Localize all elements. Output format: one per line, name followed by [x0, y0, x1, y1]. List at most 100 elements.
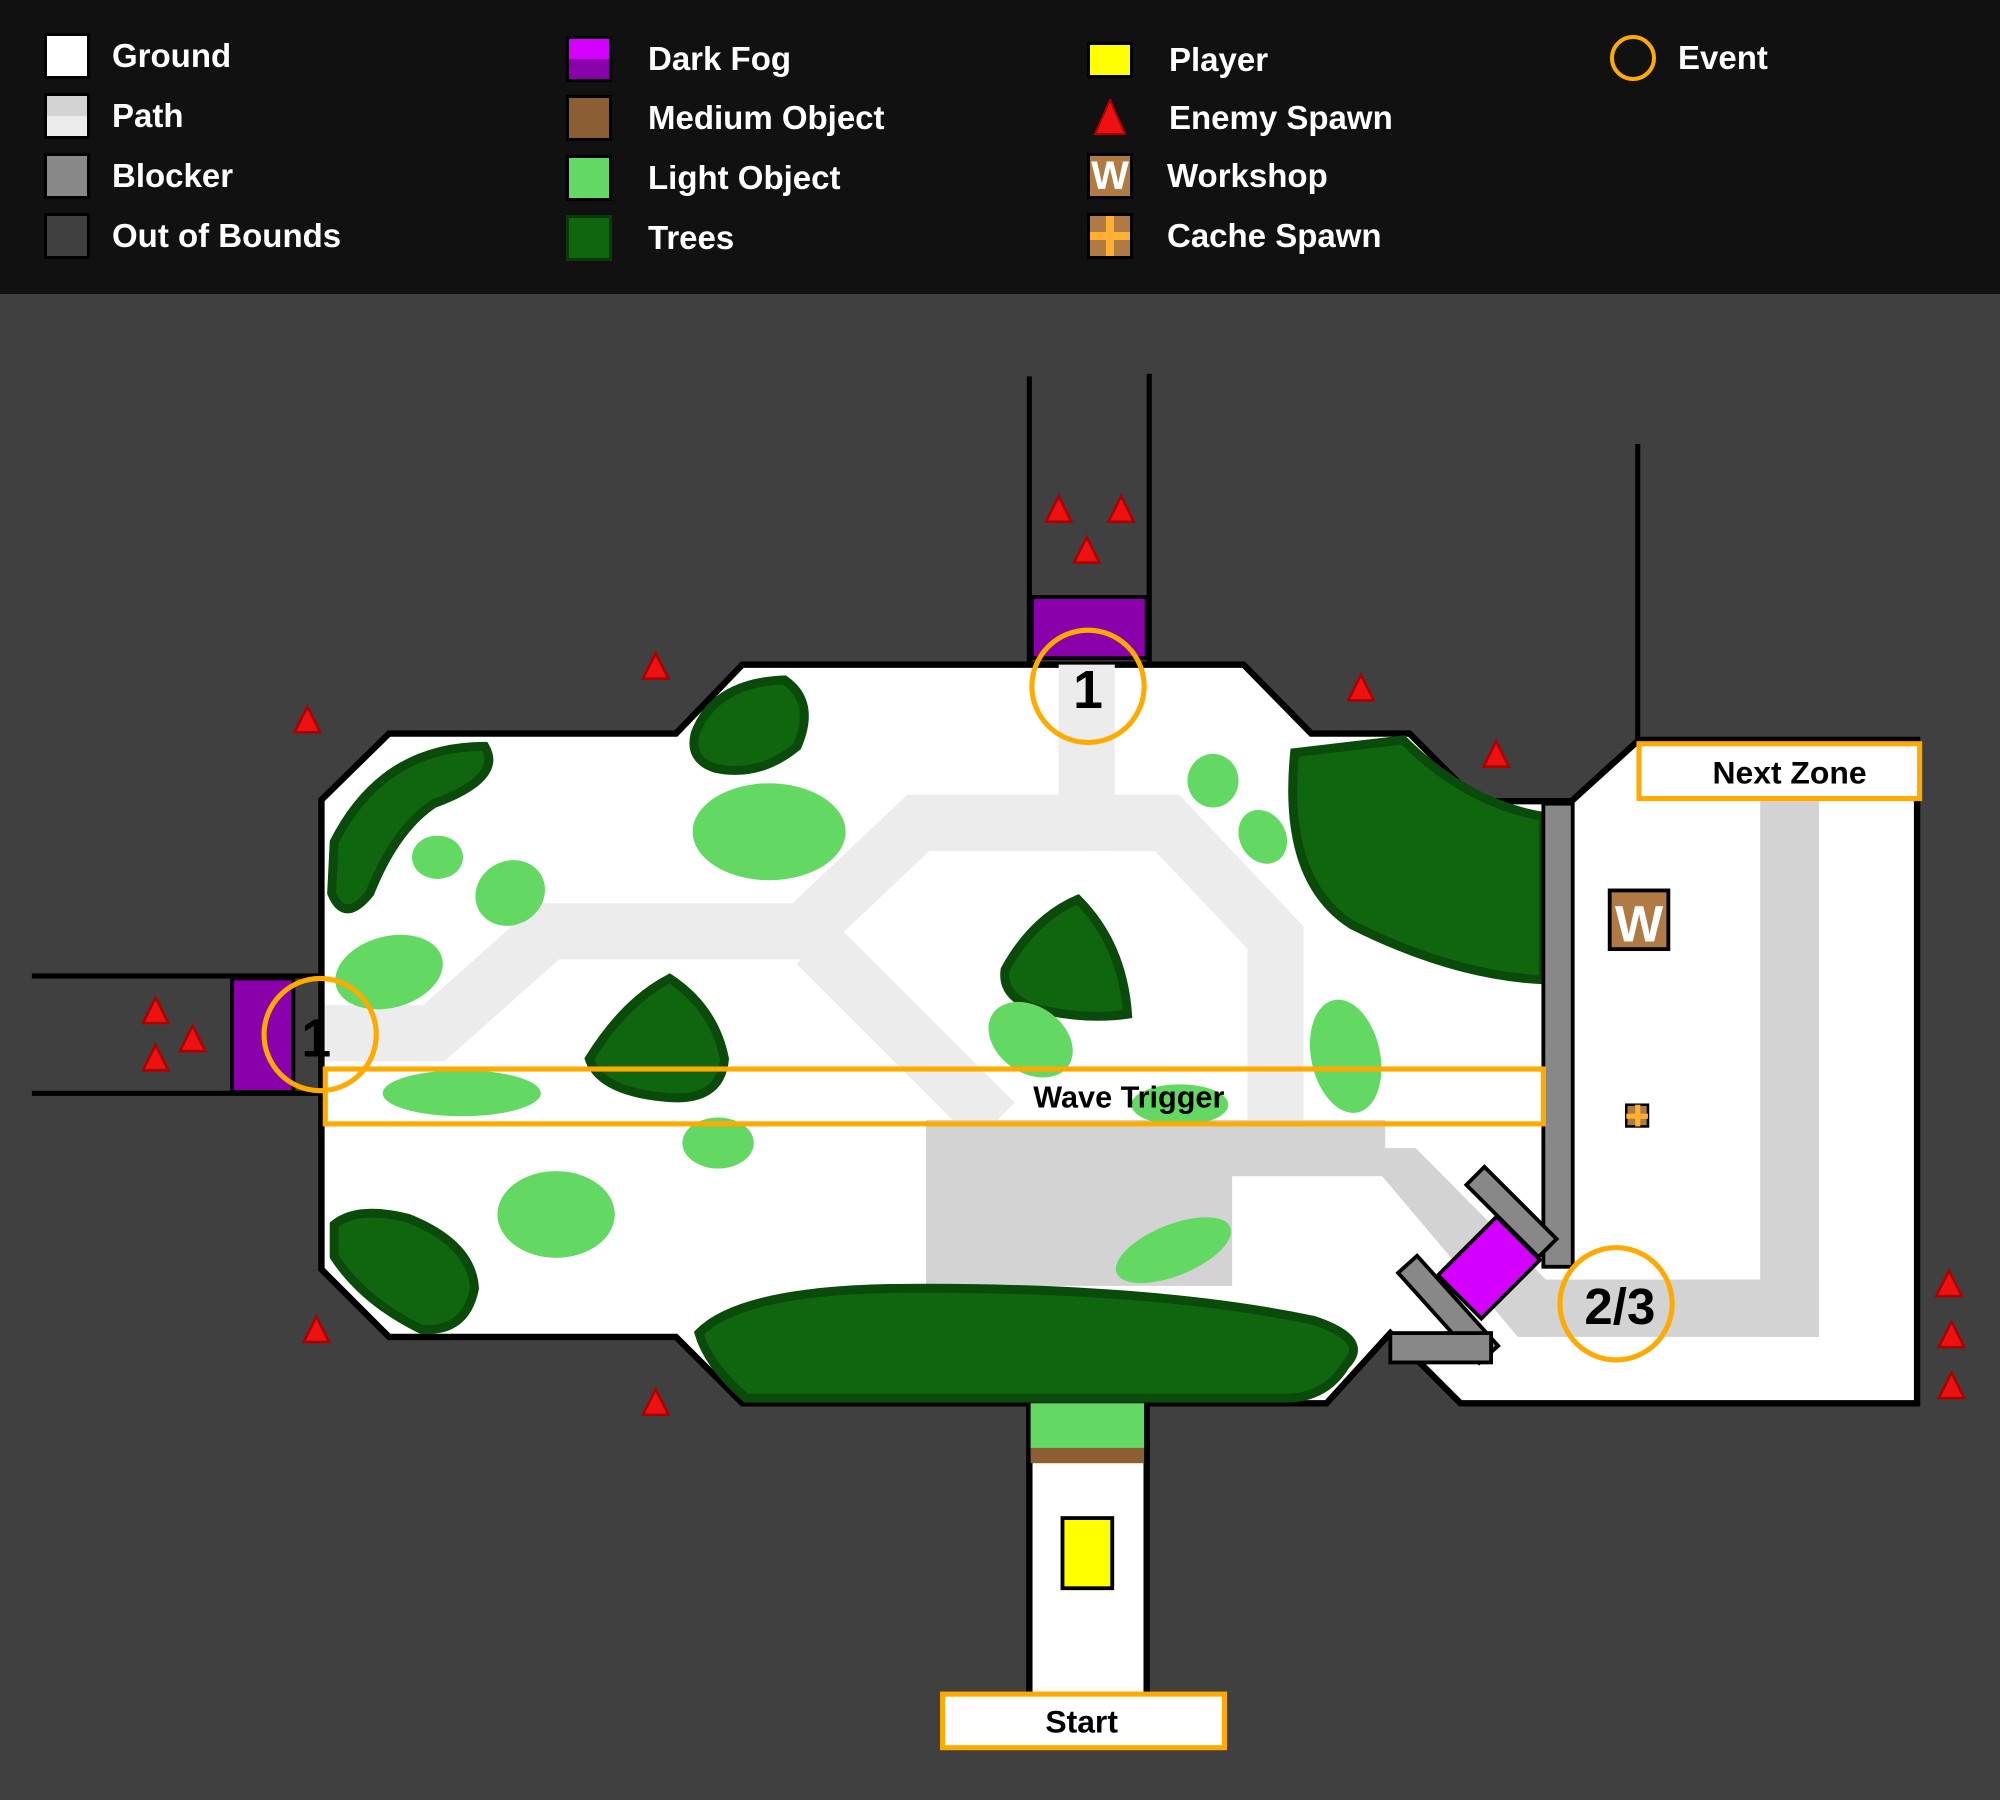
- medium-object: [1030, 1447, 1145, 1464]
- light-object: [335, 934, 443, 1010]
- enemy-spawn-icon: [1071, 534, 1102, 564]
- enemy-spawn-icon: [140, 994, 171, 1025]
- enemy-spawn-icon: [292, 703, 323, 734]
- trees-swatch-icon: [566, 215, 612, 261]
- legend-trees: Trees: [566, 212, 734, 264]
- legend-ground: Ground: [44, 30, 231, 82]
- enemy-spawn-icon: [1346, 671, 1376, 702]
- enemy-spawn-icon: [640, 650, 671, 680]
- tree: [693, 1283, 1358, 1403]
- trees: [327, 675, 1548, 1403]
- legend-cache-spawn: Cache Spawn: [1087, 210, 1382, 262]
- light-object: [692, 783, 846, 881]
- dark-fog-top: [1029, 595, 1149, 661]
- light-objects: [335, 753, 1382, 1450]
- dark-fog-swatch-icon: [566, 36, 612, 82]
- legend-path: Path: [44, 90, 184, 142]
- legend-label: Cache Spawn: [1167, 217, 1382, 254]
- next-zone-label: Next Zone: [1712, 754, 1866, 790]
- ground-swatch-icon: [44, 33, 90, 79]
- wave-trigger-zone: [322, 1066, 1546, 1127]
- tree: [1288, 735, 1548, 985]
- legend-label: Enemy Spawn: [1169, 99, 1393, 136]
- legend-event: Event: [1610, 32, 1768, 84]
- light-object: [497, 1171, 615, 1258]
- light-object: [988, 1001, 1073, 1078]
- light-path: [325, 664, 1304, 1143]
- legend-label: Ground: [112, 37, 232, 74]
- light-object: [1309, 999, 1382, 1113]
- legend-label: Path: [112, 97, 184, 134]
- tree: [329, 1208, 479, 1335]
- workshop-marker: [1607, 888, 1671, 952]
- legend-blocker: Blocker: [44, 150, 233, 202]
- wave-trigger-label: Wave Trigger: [1033, 1080, 1224, 1114]
- start-box: [940, 1691, 1228, 1751]
- enemy-spawn-icon: [177, 1022, 208, 1053]
- enemy-spawn-icon: [1481, 738, 1511, 768]
- enemy-spawn-icon: [1106, 493, 1136, 524]
- light-object: [1030, 1403, 1145, 1450]
- event-right-circle: [1557, 1245, 1675, 1363]
- legend-light-object: Light Object: [566, 152, 841, 204]
- light-object: [1238, 809, 1288, 864]
- player-swatch-icon: [1087, 42, 1133, 78]
- blocker-swatch-icon: [44, 153, 90, 199]
- cache-spawn-icon: [1087, 213, 1133, 259]
- enemy-spawn-icon: [1043, 493, 1074, 524]
- enemy-spawn-icon: [301, 1313, 332, 1344]
- light-object: [682, 1117, 754, 1169]
- light-object-swatch-icon: [566, 155, 612, 201]
- enemy-spawn-icon: [1936, 1318, 1967, 1349]
- out-of-bounds-swatch-icon: [44, 213, 90, 259]
- event-left-circle: [261, 975, 379, 1094]
- tree: [689, 675, 809, 775]
- legend-label: Blocker: [112, 157, 234, 194]
- legend-label: Medium Object: [648, 99, 885, 136]
- light-object: [411, 835, 464, 879]
- legend-label: Event: [1678, 39, 1768, 76]
- legend: Ground Path Blocker Out of Bounds Dark F…: [0, 0, 2000, 294]
- workshop-glyph: W: [1615, 895, 1664, 952]
- workshop-icon: W: [1087, 153, 1133, 199]
- light-object: [1115, 1217, 1232, 1284]
- blockers: [1388, 801, 1575, 1366]
- event-top-circle: [1029, 627, 1147, 746]
- legend-medium-object: Medium Object: [566, 92, 885, 144]
- legend-label: Player: [1169, 41, 1269, 78]
- dark-fog-gate: [1435, 1213, 1543, 1322]
- enemy-spawn-icon: [1936, 1369, 1967, 1400]
- legend-label: Out of Bounds: [112, 217, 342, 254]
- event-top-label: 1: [1073, 661, 1103, 720]
- medium-object-swatch-icon: [566, 95, 612, 141]
- legend-label: Dark Fog: [648, 40, 792, 77]
- light-object: [1131, 1084, 1229, 1126]
- legend-enemy-spawn: Enemy Spawn: [1087, 92, 1393, 144]
- legend-label: Light Object: [648, 159, 841, 196]
- event-circle-icon: [1610, 35, 1656, 81]
- legend-dark-fog: Dark Fog: [566, 33, 791, 85]
- enemy-spawn-icon: [1087, 97, 1133, 138]
- player-marker: [1060, 1516, 1115, 1591]
- legend-label: Workshop: [1167, 157, 1328, 194]
- event-right-label: 2/3: [1584, 1278, 1655, 1335]
- enemy-spawn-icon: [140, 1041, 171, 1072]
- enemy-spawns: [140, 493, 1967, 1417]
- next-zone-box: [1636, 741, 1923, 802]
- legend-workshop: W Workshop: [1087, 150, 1328, 202]
- legend-player: Player: [1087, 34, 1268, 86]
- light-object: [382, 1070, 541, 1117]
- blocker: [1541, 801, 1575, 1269]
- blocker: [1388, 1331, 1493, 1365]
- tree: [327, 741, 494, 914]
- start-label: Start: [1045, 1703, 1118, 1739]
- enemy-spawn-icon: [640, 1386, 671, 1417]
- legend-label: Trees: [648, 219, 735, 256]
- path-swatch-icon: [44, 93, 90, 139]
- legend-out-of-bounds: Out of Bounds: [44, 210, 341, 262]
- cache-spawn-marker: [1625, 1103, 1650, 1128]
- enemy-spawn-icon: [1934, 1267, 1964, 1298]
- event-left-label: 1: [301, 1009, 331, 1068]
